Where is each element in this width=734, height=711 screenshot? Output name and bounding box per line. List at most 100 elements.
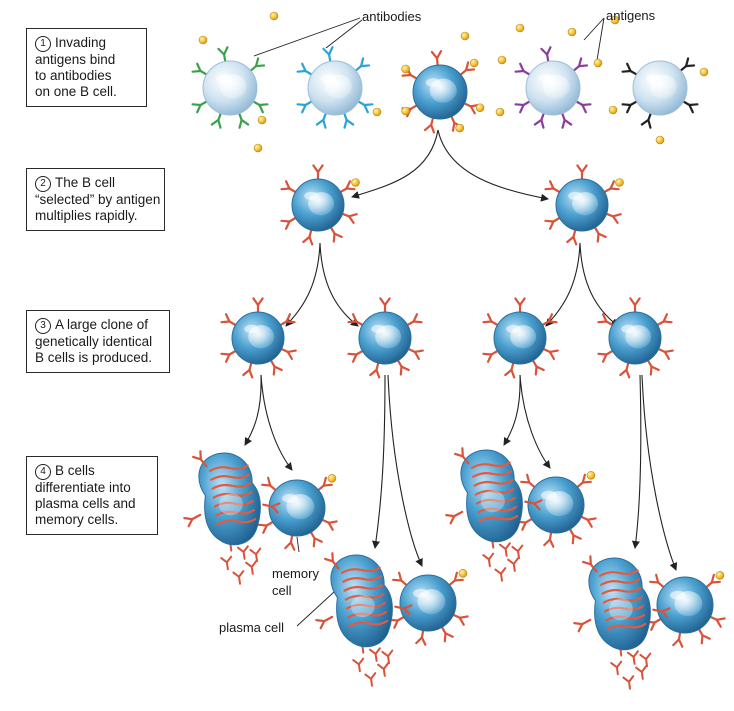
antibody [395,357,410,376]
endoplasmic-reticulum-stripe [210,473,250,481]
step-2-number: 2 [35,176,51,192]
antibody [220,313,239,328]
secreted-antibody [352,657,365,673]
cell-highlight [304,191,319,201]
antibody [696,626,711,645]
antibody [439,624,454,643]
cell-layer [183,11,726,690]
antibody [571,57,589,74]
antibody [567,526,582,545]
plasma-cell-label: plasma cell [219,620,285,635]
antibody [319,517,338,531]
free-antigen [655,135,665,145]
memory-cell-leader [296,536,300,553]
b-cell-purple-antibodies [514,46,592,129]
endoplasmic-reticulum-stripe [342,575,382,583]
step-3-line-2: genetically identical [35,334,153,349]
cell-highlight [425,78,441,87]
secreted-antibody [377,662,390,677]
b-cell-cyan-antibodies [296,46,374,129]
antibody [560,110,573,129]
endoplasmic-reticulum-stripe [478,514,519,523]
free-antigen [608,105,618,115]
plasma-cell-nucleus [218,493,243,516]
cell-highlight [282,493,298,503]
antibody [277,313,296,328]
b-cell-green-antibodies [191,46,269,129]
antibody [268,357,283,376]
step-2-line-2: “selected” by antigen [35,192,161,207]
cell-highlight [541,490,557,500]
antibody [652,607,671,619]
memory-cell-4 [645,571,726,648]
antibody [237,110,250,129]
arrow-clone4-to-memory [641,374,678,571]
antibody [328,224,343,243]
antibody [296,62,315,77]
antibody [573,618,592,633]
secreted-antibody [245,560,258,575]
b-cell-clone-1 [220,297,297,379]
antibody [392,571,410,588]
antibody [262,502,281,514]
cell-highlight [645,74,661,83]
step-4-line-2: differentiate into [35,480,131,495]
free-antigen [610,15,620,25]
cell-highlight [670,590,686,600]
arrow-selected-to-right [437,129,549,202]
endoplasmic-reticulum-stripe [211,482,252,490]
plasma-cell-leader [296,591,335,627]
arrow-clone2-to-plasma [372,374,386,549]
step-1-line-3: to antibodies [35,68,112,83]
arrow-row2-left-a [285,242,321,327]
free-antigen [515,23,525,33]
antibody [347,348,366,363]
antibody [649,573,667,590]
endoplasmic-reticulum-stripe [213,500,254,508]
secreted-antibody [626,650,639,665]
secreted-antibody [232,570,245,585]
endoplasmic-reticulum-stripe [601,587,642,595]
antibody [315,110,328,129]
secreted-antibody [249,547,262,563]
free-antigen [497,55,507,65]
free-antigen [593,58,603,68]
endoplasmic-reticulum-stripe [605,613,645,622]
endoplasmic-reticulum-stripe [345,602,386,610]
cell-highlight [215,74,231,83]
antibody [603,212,622,224]
endoplasmic-reticulum-stripe [477,505,517,514]
endoplasmic-reticulum-stripe [470,461,511,469]
antibody [324,552,340,570]
antibody [524,499,543,511]
antibody [353,57,371,74]
bound-antigen [469,58,479,68]
antibody [220,348,239,363]
antibody [578,514,597,528]
endoplasmic-reticulum-stripe [208,464,249,472]
secreted-antibody [635,665,648,680]
step-1-number: 1 [35,36,51,52]
secreted-antibody [482,552,495,568]
b-cell-dividing-right [544,164,624,246]
secreted-antibody [494,567,507,582]
endoplasmic-reticulum-stripe [348,619,389,628]
endoplasmic-reticulum-stripe [600,578,640,586]
plasma-cell-nucleus [480,490,505,513]
step-1-line-2: antigens bind [35,52,116,67]
endoplasmic-reticulum-stripe [474,488,515,496]
antibody [191,62,210,77]
memory-cell-label-line-2: cell [272,583,292,598]
antibody [308,529,323,548]
cell-highlight [621,324,636,334]
bound-antigen [475,103,485,113]
step-2-line-3: multiplies rapidly. [35,208,138,223]
antibody [514,99,533,114]
step-3-line-3: B cells is produced. [35,350,153,365]
antibody [482,313,501,328]
antibody [423,115,436,134]
